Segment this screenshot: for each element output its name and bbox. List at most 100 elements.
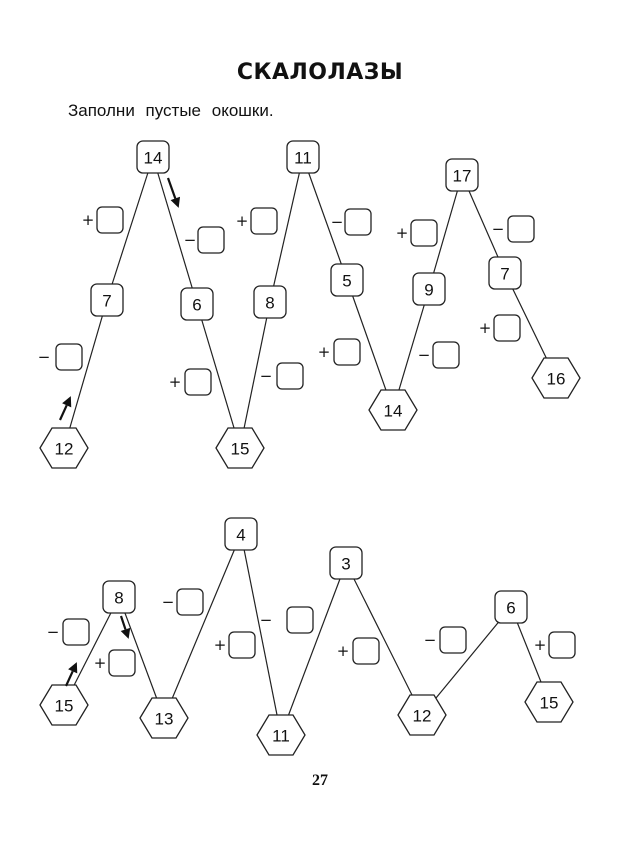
number-box: 8 (253, 285, 287, 319)
minus-sign: − (184, 231, 197, 249)
empty-answer-box[interactable] (548, 631, 576, 659)
direction-arrow-icon (166, 177, 181, 208)
plus-sign: + (396, 224, 409, 242)
operation-slot: + (318, 338, 361, 366)
node-value: 8 (265, 294, 274, 313)
node-value: 12 (413, 707, 432, 726)
empty-answer-box[interactable] (439, 626, 467, 654)
empty-answer-box[interactable] (108, 649, 136, 677)
empty-answer-box[interactable] (507, 215, 535, 243)
empty-answer-box[interactable] (184, 368, 212, 396)
edge-line (421, 606, 512, 716)
empty-answer-box[interactable] (62, 618, 90, 646)
number-box: 11 (286, 140, 320, 174)
operation-slot: − (47, 618, 90, 646)
hexagon-node: 15 (39, 684, 89, 726)
direction-arrow-icon (119, 615, 131, 639)
minus-sign: − (47, 623, 60, 641)
node-value: 11 (272, 727, 290, 746)
operation-slot: − (260, 606, 314, 634)
operation-slot: + (94, 649, 136, 677)
minus-sign: − (260, 367, 273, 385)
empty-answer-box[interactable] (250, 207, 278, 235)
operation-slot: + (214, 631, 256, 659)
node-value: 8 (114, 589, 123, 608)
edge-line (240, 533, 282, 736)
number-box: 17 (445, 158, 479, 192)
plus-sign: + (479, 319, 492, 337)
hexagon-node: 11 (256, 714, 306, 756)
number-box: 9 (412, 272, 446, 306)
node-value: 14 (144, 149, 163, 168)
empty-answer-box[interactable] (96, 206, 124, 234)
page-number: 27 (312, 772, 328, 789)
edge-line (163, 533, 242, 719)
edge-line (302, 156, 348, 281)
node-value: 14 (384, 402, 403, 421)
minus-sign: − (331, 213, 344, 231)
empty-answer-box[interactable] (197, 226, 225, 254)
empty-answer-box[interactable] (55, 343, 83, 371)
minus-sign: − (418, 346, 431, 364)
minus-sign: − (38, 348, 51, 366)
number-box: 7 (488, 256, 522, 290)
empty-answer-box[interactable] (493, 314, 521, 342)
edge-line (106, 156, 154, 301)
operation-slot: + (534, 631, 576, 659)
edge-line (280, 562, 347, 736)
number-box: 6 (180, 287, 214, 321)
operation-slot: + (337, 637, 380, 665)
node-value: 17 (453, 167, 472, 186)
operation-slot: − (418, 341, 460, 369)
minus-sign: − (492, 220, 505, 238)
node-value: 6 (506, 599, 515, 618)
number-box: 5 (330, 263, 364, 297)
direction-arrow-icon (58, 396, 72, 421)
node-value: 15 (540, 694, 559, 713)
number-box: 4 (224, 517, 258, 551)
empty-answer-box[interactable] (432, 341, 460, 369)
node-value: 15 (231, 440, 250, 459)
empty-answer-box[interactable] (410, 219, 438, 247)
empty-answer-box[interactable] (228, 631, 256, 659)
edge-line (196, 303, 241, 449)
node-value: 6 (192, 296, 201, 315)
plus-sign: + (169, 373, 182, 391)
hexagon-node: 12 (397, 694, 447, 736)
plus-sign: + (82, 211, 95, 229)
empty-answer-box[interactable] (333, 338, 361, 366)
number-box: 3 (329, 546, 363, 580)
node-value: 16 (547, 370, 566, 389)
empty-answer-box[interactable] (352, 637, 380, 665)
operation-slot: + (169, 368, 212, 396)
edge-line (239, 301, 271, 449)
edge-line (63, 299, 108, 449)
empty-answer-box[interactable] (176, 588, 204, 616)
hexagon-node: 15 (215, 427, 265, 469)
node-value: 7 (102, 292, 111, 311)
minus-sign: − (260, 611, 273, 629)
empty-answer-box[interactable] (344, 208, 372, 236)
operation-slot: + (82, 206, 124, 234)
node-value: 7 (500, 265, 509, 284)
plus-sign: + (94, 654, 107, 672)
plus-sign: + (534, 636, 547, 654)
number-box: 14 (136, 140, 170, 174)
edge-line (269, 156, 304, 303)
minus-sign: − (162, 593, 175, 611)
operation-slot: − (424, 626, 467, 654)
empty-answer-box[interactable] (276, 362, 304, 390)
operation-slot: − (38, 343, 83, 371)
operation-slot: − (492, 215, 535, 243)
operation-slot: + (236, 207, 278, 235)
hexagon-node: 16 (531, 357, 581, 399)
operation-slot: − (331, 208, 372, 236)
node-value: 3 (341, 555, 350, 574)
operation-slot: + (479, 314, 521, 342)
node-value: 5 (342, 272, 351, 291)
page-title: СКАЛОЛАЗЫ (236, 60, 404, 85)
direction-arrow-icon (64, 662, 78, 687)
node-value: 11 (294, 149, 312, 168)
number-box: 7 (90, 283, 124, 317)
empty-answer-box[interactable] (286, 606, 314, 634)
